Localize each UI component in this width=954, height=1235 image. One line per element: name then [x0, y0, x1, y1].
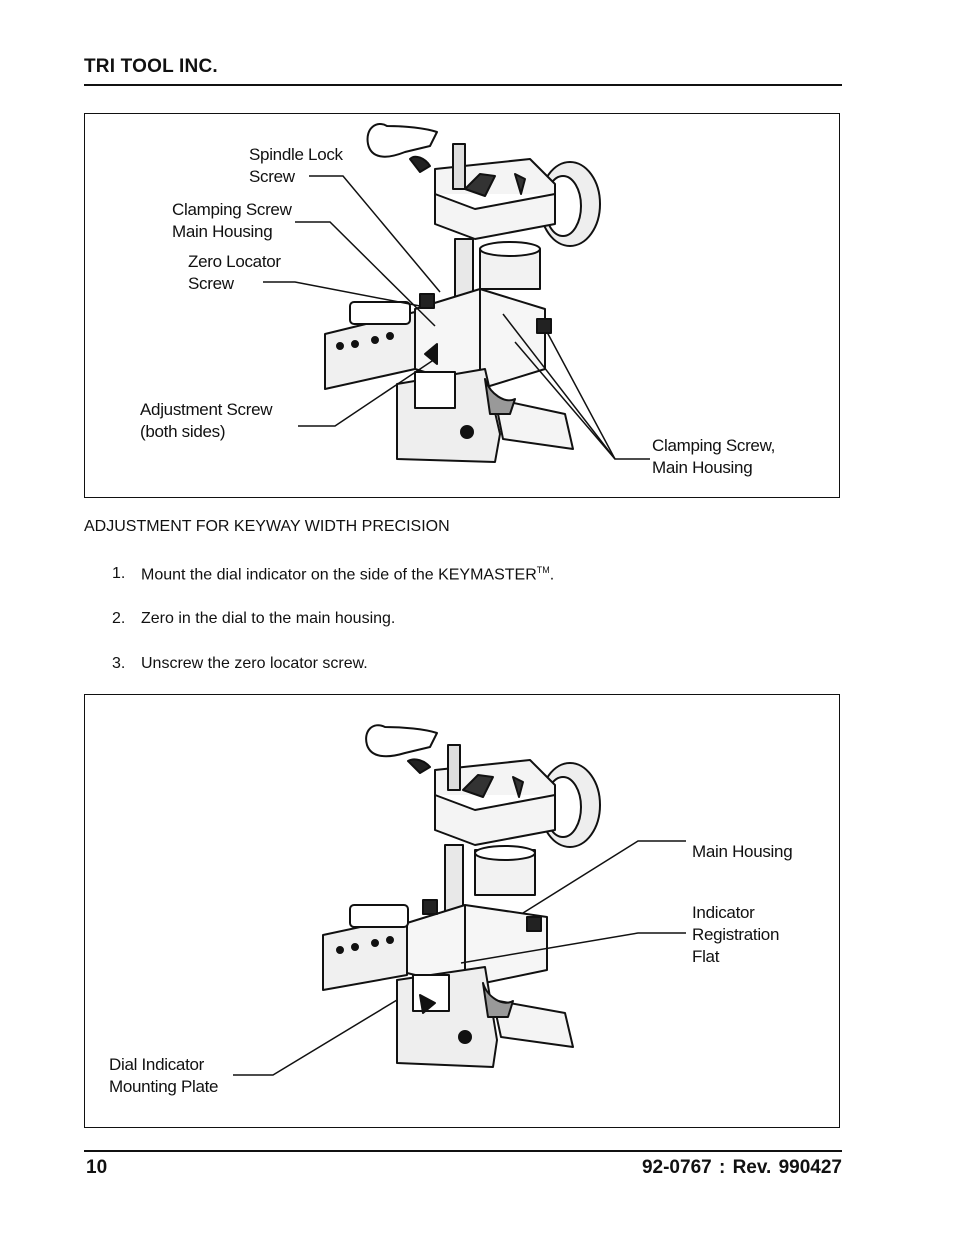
callout-adjustment-screw: Adjustment Screw (both sides) — [140, 400, 273, 441]
callout-clamping-screw-main-housing-right: Clamping Screw, Main Housing — [652, 436, 776, 477]
footer-document-revision: 92-0767 : Rev. 990427 — [641, 1157, 842, 1178]
figure-2-illustration — [233, 724, 686, 1076]
callout-dial-indicator-mounting-plate: Dial Indicator Mounting Plate — [109, 1055, 219, 1096]
step-2-text: Zero in the dial to the main housing. — [141, 610, 396, 627]
step-1-trademark: TM — [536, 565, 550, 575]
step-3-number: 3. — [112, 655, 126, 672]
figure-1-illustration — [263, 123, 650, 463]
callout-indicator-registration-flat: Indicator Registration Flat — [692, 903, 780, 966]
footer-page-number: 10 — [86, 1157, 108, 1178]
step-1-text-wrap: Mount the dial indicator on the side of … — [141, 565, 554, 584]
step-3-text: Unscrew the zero locator screw. — [141, 655, 368, 672]
section-heading: ADJUSTMENT FOR KEYWAY WIDTH PRECISION — [84, 518, 450, 535]
figure-2: Main Housing Indicator Registration Flat… — [84, 694, 840, 1128]
step-1-text: Mount the dial indicator on the side of … — [141, 566, 537, 584]
step-2-number: 2. — [112, 610, 126, 627]
callout-clamping-screw-main-housing-left: Clamping Screw Main Housing — [172, 200, 292, 241]
step-1-number: 1. — [112, 565, 126, 582]
callout-spindle-lock-screw: Spindle Lock Screw — [249, 145, 343, 186]
callout-zero-locator-screw: Zero Locator Screw — [188, 252, 281, 293]
header-company: TRI TOOL INC. — [84, 56, 218, 77]
step-1-suffix: . — [549, 566, 555, 584]
header-rule — [84, 84, 842, 86]
footer-rule — [84, 1150, 842, 1152]
figure-1: Spindle Lock Screw Clamping Screw Main H… — [84, 113, 840, 498]
callout-main-housing: Main Housing — [692, 842, 793, 861]
